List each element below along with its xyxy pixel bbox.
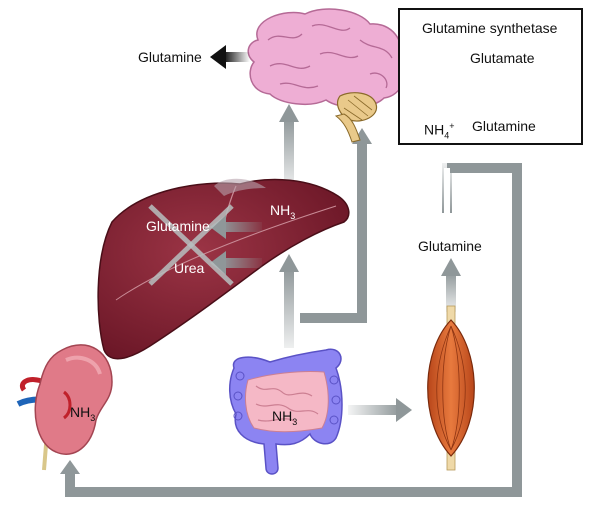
reaction-product: Glutamine [472,118,536,134]
reaction-title: Glutamine synthetase [422,20,558,36]
brain [247,8,406,143]
liver-glutamine-label: Glutamine [146,218,210,234]
gut-to-liver-arrow [279,254,299,348]
muscle [427,305,475,471]
liver-to-brain-arrow [279,104,299,188]
brain-glutamine-arrow [210,45,250,69]
gut-to-muscle-arrow [348,398,412,422]
kidney-nh3-label: NH3 [70,404,96,423]
box-down-arrow [444,168,450,228]
muscle-glutamine-arrow [441,258,461,312]
reaction-cofactor: NH4+ [424,121,455,141]
intestine [229,348,343,475]
muscle-glutamine-label: Glutamine [418,238,482,254]
reaction-substrate: Glutamate [470,50,535,66]
glutamine-synthetase-box [398,8,583,145]
kidney [16,344,113,471]
liver-arrows [210,215,262,275]
liver-nh3-label: NH3 [270,202,296,221]
gut-nh3-label: NH3 [272,408,298,427]
liver-urea-label: Urea [174,260,205,276]
blocked-cross-mark [148,204,234,286]
brain-glutamine-label: Glutamine [138,49,202,65]
